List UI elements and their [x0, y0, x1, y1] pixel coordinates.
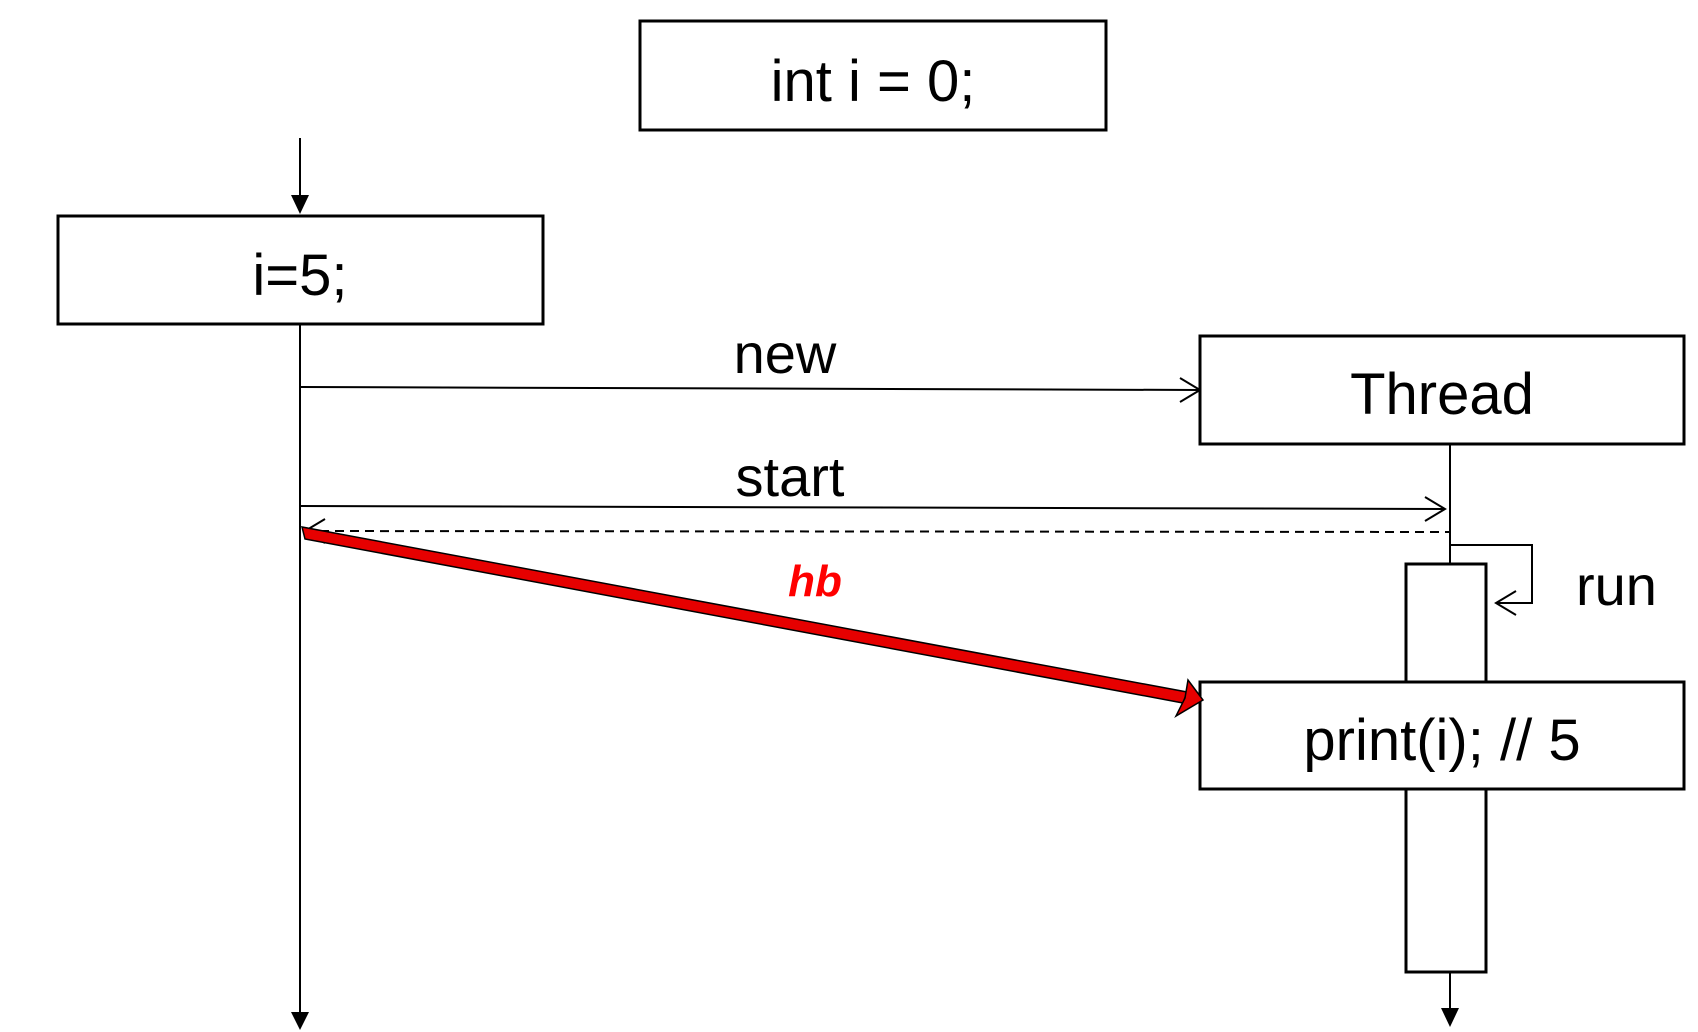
lifeline-entry-arrowhead	[291, 195, 309, 214]
assignment-label: i=5;	[252, 243, 347, 308]
new-message-label: new	[734, 322, 837, 385]
thread-object-label: Thread	[1350, 362, 1534, 427]
hb-arrow-shaft	[300, 526, 1189, 704]
run-self-call: run	[1450, 544, 1657, 617]
run-arrowhead	[1494, 590, 1517, 616]
start-message: start	[299, 445, 1447, 522]
hb-arrowhead	[1174, 678, 1205, 718]
shared-variable-box: int i = 0;	[638, 19, 1108, 132]
start-return-message	[303, 518, 1451, 544]
main-thread-lifeline	[291, 138, 309, 1030]
print-label: print(i); // 5	[1303, 708, 1580, 773]
thread-lifeline-end-arrowhead	[1441, 1008, 1459, 1027]
assignment-box: i=5;	[56, 214, 545, 326]
print-box: print(i); // 5	[1198, 680, 1686, 791]
main-lifeline-end-arrowhead	[291, 1012, 309, 1030]
new-message: new	[299, 322, 1202, 403]
thread-object-box: Thread	[1198, 334, 1686, 446]
hb-label: hb	[788, 557, 842, 606]
start-message-label: start	[736, 445, 845, 508]
shared-variable-label: int i = 0;	[771, 49, 976, 114]
start-arrowhead	[1424, 496, 1447, 522]
run-label: run	[1576, 554, 1657, 617]
happens-before-arrow: hb	[300, 526, 1205, 718]
